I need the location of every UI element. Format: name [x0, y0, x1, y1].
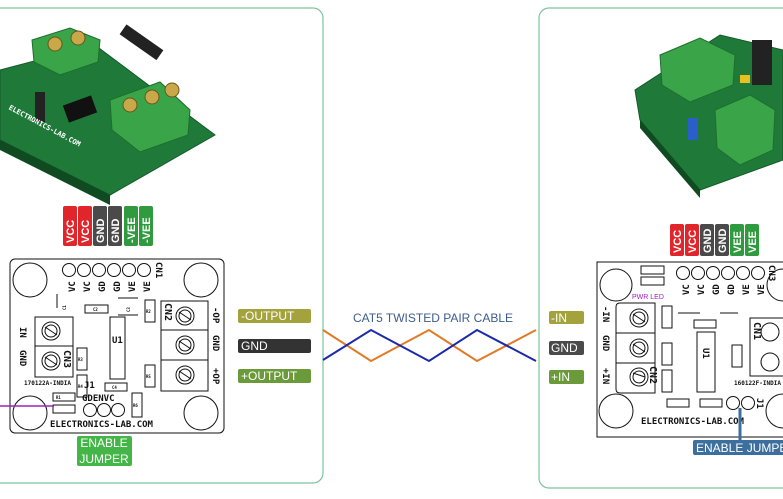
cn2-label: CN2 [162, 303, 173, 321]
header-label: VC [682, 284, 692, 295]
output-signal-labels: -OUTPUT GND +OUTPUT [238, 309, 311, 383]
header-label: GD [712, 284, 722, 295]
pos-op-label: +OP [210, 368, 220, 385]
header-label: GD [113, 281, 123, 292]
header-label: VC [697, 284, 707, 295]
pin-label-vee: VEE [732, 231, 744, 253]
right-board-photo [634, 34, 783, 198]
header-label: VC [83, 281, 93, 292]
pin-label-vcc: VCC [80, 220, 92, 243]
pwr-led-label: PWR LED [632, 294, 664, 301]
gnd-output-label: GND [241, 339, 268, 353]
c1-label: C1 [62, 305, 67, 310]
pos-in-pin-label: +IN [600, 368, 610, 384]
right-pcb-silkscreen: VC VC GD GD VE VE CN3 PWR LED -IN GND +I… [600, 265, 781, 427]
cn1-label: CN1 [153, 262, 163, 278]
cn1-label: CN1 [751, 322, 762, 340]
gnd-pin-label: GND [17, 350, 27, 367]
board-code: 160122F-INDIA [734, 380, 781, 387]
board-code: 170122A-INDIA [24, 380, 71, 387]
enable-jumper-label-right: ENABLE JUMPER [693, 440, 783, 455]
pos-in-label: +IN [551, 370, 570, 384]
gnd-op-label: GND [210, 335, 220, 352]
pin-label-vee: -VEE [141, 217, 153, 243]
j1-label: J1 [754, 398, 764, 409]
r1-label: R1 [56, 395, 61, 400]
cn2-label: CN2 [647, 366, 658, 384]
gnd-in-pin-label: GND [600, 335, 610, 352]
pin-label-vcc: VCC [65, 220, 77, 243]
neg-op-label: -OP [210, 307, 220, 324]
cable-wire-blue [322, 328, 537, 363]
pin-label-gnd: GND [702, 229, 714, 254]
j1-label: J1 [84, 381, 95, 391]
u1-label: U1 [112, 336, 123, 346]
header-label: VC [68, 281, 78, 292]
header-label: VE [128, 281, 138, 292]
r3-label: R3 [78, 357, 83, 362]
r5-label: R5 [146, 374, 151, 379]
jumper-text: JUMPER [79, 452, 129, 466]
neg-in-pin-label: -IN [600, 306, 610, 322]
pin-label-vcc: VCC [687, 230, 699, 253]
header-label: GD [98, 281, 108, 292]
left-board-photo: ELECTRONICS-LAB.COM [0, 24, 216, 205]
cn3-label: CN3 [61, 350, 72, 368]
jumper-pin-labels: GDENVC [82, 394, 115, 404]
in-pin-label: IN [17, 327, 27, 338]
r6-label: R6 [133, 403, 138, 408]
c3-label: C3 [126, 307, 131, 312]
r4-label: R4 [78, 384, 83, 389]
r2-label: R2 [146, 309, 151, 314]
left-pcb-layout [9, 258, 225, 434]
pos-output-label: +OUTPUT [241, 369, 298, 383]
pin-label-vcc: VCC [672, 230, 684, 253]
right-pin-labels: VCC VCC GND GND VEE VEE [670, 224, 759, 256]
header-label: VE [757, 284, 767, 295]
input-signal-labels: -IN GND +IN [549, 311, 584, 384]
cn3-label: CN3 [766, 265, 776, 281]
c2-label: C2 [93, 307, 98, 312]
pin-label-gnd: GND [95, 219, 107, 244]
pin-label-vee: VEE [747, 231, 759, 253]
neg-output-label: -OUTPUT [241, 309, 295, 323]
gnd-in-label: GND [551, 341, 578, 355]
enable-text: ENABLE [80, 436, 127, 450]
header-label: GD [727, 284, 737, 295]
enable-jumper-label-left: ENABLE JUMPER [77, 436, 132, 466]
left-pcb-silkscreen: VC VC GD GD VE VE CN1 C1 C2 C3 C4 R1 R2 … [17, 262, 220, 430]
right-pcb-layout [596, 261, 783, 438]
pin-label-vee: -VEE [126, 217, 138, 243]
cable-label: CAT5 TWISTED PAIR CABLE [353, 311, 513, 325]
enable-jumper-text: ENABLE JUMPER [696, 441, 783, 455]
header-label: VE [143, 281, 153, 292]
neg-in-label: -IN [551, 311, 567, 325]
pin-label-gnd: GND [110, 219, 122, 244]
site-silkscreen: ELECTRONICS-LAB.COM [50, 420, 154, 430]
pin-label-gnd: GND [717, 229, 729, 254]
c4-label: C4 [112, 385, 117, 390]
left-pin-labels: VCC VCC GND GND -VEE -VEE [63, 206, 153, 246]
site-silkscreen: ELECTRONICS-LAB.COM [641, 417, 745, 427]
header-label: VE [742, 284, 752, 295]
u1-label: U1 [700, 348, 710, 359]
cable-wire-orange [322, 328, 537, 363]
